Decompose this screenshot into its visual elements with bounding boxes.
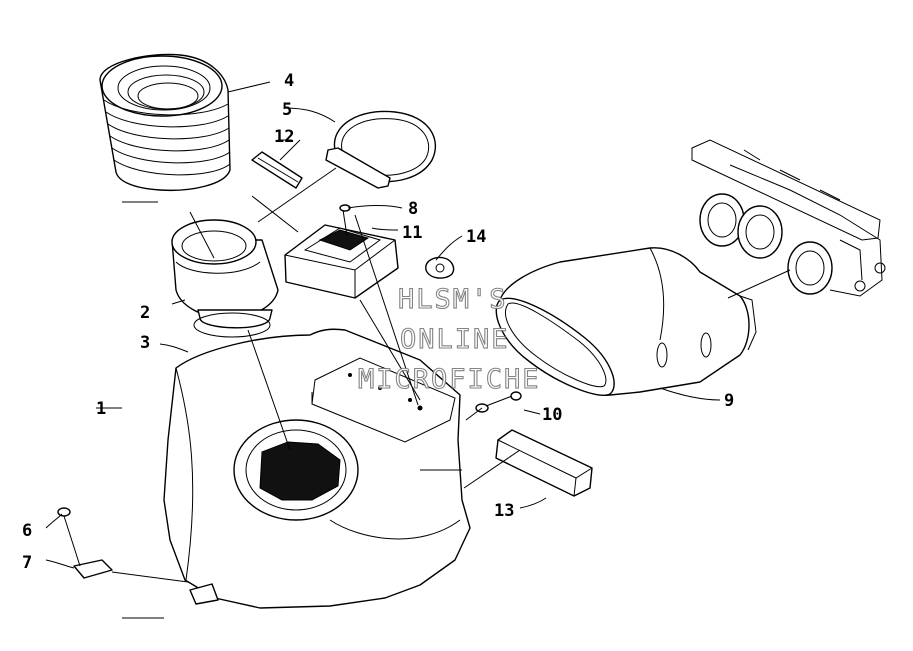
- callout-3: 3: [140, 333, 150, 353]
- part-3-gasket[interactable]: [193, 312, 271, 338]
- leader-lines: [45, 81, 791, 619]
- callout-12: 12: [274, 127, 294, 147]
- carburetor-assembly: [691, 139, 886, 297]
- part-11-filter[interactable]: [284, 224, 399, 299]
- part-6-cap[interactable]: [57, 507, 71, 517]
- part-9-duct[interactable]: [495, 247, 757, 396]
- callout-labels: 1 2 3 4 5 6 7 8 9 10 11 12 13 14: [22, 71, 734, 573]
- part-5-clamp[interactable]: [325, 110, 437, 189]
- callout-10: 10: [542, 405, 562, 425]
- part-13-block[interactable]: [495, 429, 593, 497]
- part-10-fasteners[interactable]: [475, 391, 522, 413]
- callout-14: 14: [466, 227, 486, 247]
- watermark: HLSM'S ONLINE MICROFICHE: [357, 283, 541, 395]
- part-8-screw[interactable]: [339, 204, 351, 237]
- part-4-boot[interactable]: [99, 53, 231, 192]
- callout-8: 8: [408, 199, 418, 219]
- callout-2: 2: [140, 303, 150, 323]
- part-12-bracket[interactable]: [251, 151, 303, 189]
- part-1-airbox[interactable]: [163, 328, 471, 609]
- callout-11: 11: [402, 223, 422, 243]
- part-7-plate[interactable]: [73, 559, 113, 579]
- part-14-clip[interactable]: [425, 256, 455, 279]
- callout-1: 1: [96, 399, 106, 419]
- watermark-line-2: ONLINE: [400, 324, 510, 355]
- callout-13: 13: [494, 501, 514, 521]
- watermark-line-3: MICROFICHE: [358, 364, 541, 395]
- callout-5: 5: [282, 100, 292, 120]
- watermark-line-1: HLSM'S: [398, 284, 508, 315]
- callout-7: 7: [22, 553, 32, 573]
- callout-6: 6: [22, 521, 32, 541]
- callout-9: 9: [724, 391, 734, 411]
- callout-4: 4: [284, 71, 294, 91]
- part-2-intake-cup[interactable]: [171, 219, 279, 329]
